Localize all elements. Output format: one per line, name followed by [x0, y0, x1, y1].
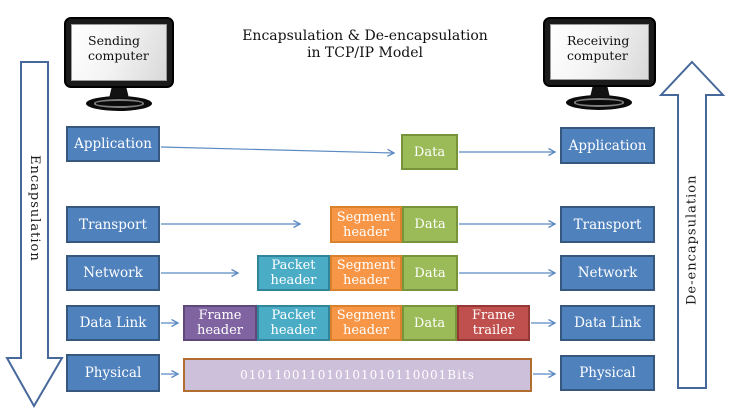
layer-application-sending: Application	[66, 126, 160, 162]
connector-application-to-data	[160, 146, 396, 157]
deencapsulation-label: De-encapsulation	[684, 174, 700, 306]
diagram-title: Encapsulation & De-encapsulation in TCP/…	[228, 28, 502, 62]
pdu-frame-header-datalink-row: Frame header	[183, 305, 257, 341]
layer-transport-receiving: Transport	[560, 206, 655, 243]
pdu-frame-trailer-datalink-row: Frame trailer	[457, 305, 530, 341]
pdu-data-transport-row: Data	[402, 206, 458, 243]
layer-datalink-sending: Data Link	[66, 305, 160, 341]
receiving-monitor-screen: Receiving computer	[550, 24, 649, 80]
pdu-data-datalink-row: Data	[402, 305, 457, 341]
title-line-2: in TCP/IP Model	[306, 45, 424, 61]
layer-network-receiving: Network	[560, 255, 655, 291]
encapsulation-arrow	[5, 61, 64, 409]
encapsulation-label: Encapsulation	[27, 154, 42, 262]
pdu-data-application-row: Data	[401, 134, 458, 170]
layer-network-sending: Network	[66, 255, 160, 291]
sending-monitor-neck	[109, 86, 129, 98]
pdu-packet-header-datalink-row: Packet header	[257, 305, 330, 341]
pdu-segment-header-datalink-row: Segment header	[330, 305, 402, 341]
layer-datalink-receiving: Data Link	[560, 305, 655, 341]
receiving-computer-label: Receiving computer	[567, 33, 630, 63]
sending-monitor-base	[86, 96, 152, 111]
layer-physical-receiving: Physical	[560, 355, 655, 391]
sending-computer-monitor: Sending computer	[64, 17, 174, 88]
pdu-segment-header-transport-row: Segment header	[330, 206, 402, 243]
pdu-bits-physical-row: 010110011010101010110001Bits	[183, 358, 532, 392]
receiving-monitor-base	[566, 95, 632, 110]
pdu-segment-header-network-row: Segment header	[330, 255, 402, 291]
layer-physical-sending: Physical	[66, 354, 160, 392]
receiving-monitor-neck	[590, 85, 610, 97]
title-line-1: Encapsulation & De-encapsulation	[242, 28, 488, 44]
sending-monitor-screen: Sending computer	[71, 24, 167, 81]
pdu-packet-header-network-row: Packet header	[257, 255, 330, 291]
sending-computer-label: Sending computer	[88, 33, 149, 63]
pdu-data-network-row: Data	[402, 255, 458, 291]
deencapsulation-arrow	[658, 60, 726, 389]
layer-application-receiving: Application	[560, 127, 655, 164]
layer-transport-sending: Transport	[66, 206, 160, 243]
receiving-computer-monitor: Receiving computer	[543, 17, 656, 87]
